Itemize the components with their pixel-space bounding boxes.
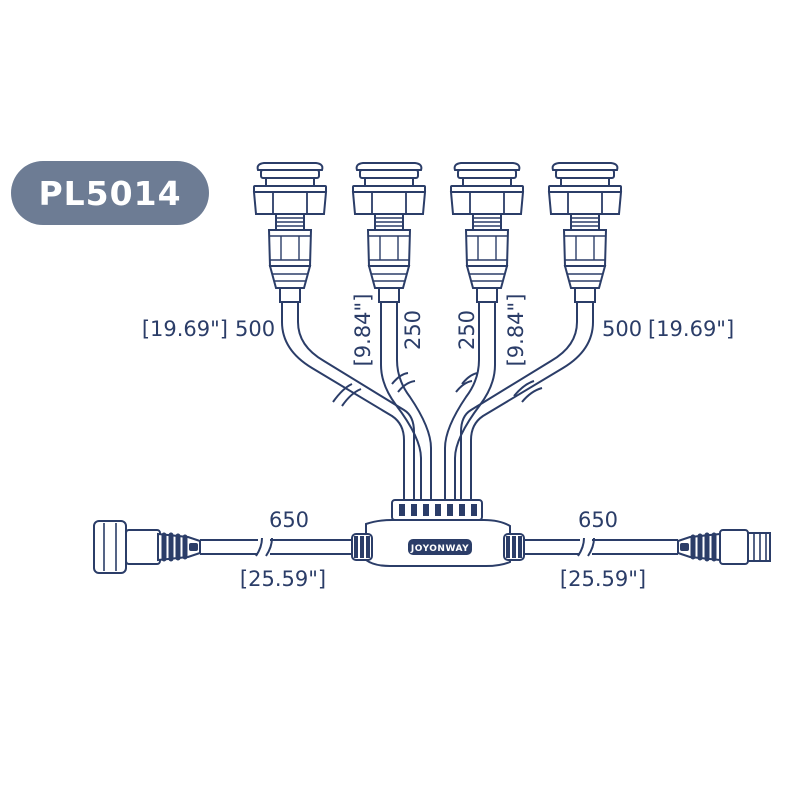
branch-break-marks (332, 372, 543, 407)
dim-trunk-right-inch: [25.59"] (560, 567, 646, 591)
dim-inner-right-mm: 250 (455, 310, 479, 350)
model-badge-label: PL5014 (38, 173, 182, 213)
dim-outer-right-mm: 500 (602, 317, 642, 341)
dim-trunk-right-mm: 650 (578, 508, 618, 532)
dim-outer-left-mm: 500 (235, 317, 275, 341)
left-end-connector (93, 520, 200, 574)
dim-outer-right-inch: [19.69"] (648, 317, 734, 341)
fixture-inner-right (450, 162, 524, 303)
dim-outer-left-inch: [19.69"] (142, 317, 228, 341)
fixture-outer-left (253, 162, 327, 303)
right-end-connector (678, 529, 771, 565)
brand-logo: JOYONWAY (410, 544, 469, 554)
dim-trunk-left-inch: [25.59"] (240, 567, 326, 591)
dim-inner-left-inch: [9.84"] (351, 294, 375, 367)
fixture-inner-left (352, 162, 426, 303)
branch-cables (281, 297, 594, 504)
model-badge: PL5014 (11, 161, 209, 225)
dim-inner-left-mm: 250 (401, 310, 425, 350)
trunk-cables (200, 539, 678, 555)
hub: JOYONWAY (351, 499, 525, 567)
fixture-outer-right (548, 162, 622, 303)
trunk-break-marks (255, 537, 595, 557)
dim-trunk-left-mm: 650 (269, 508, 309, 532)
dim-inner-right-inch: [9.84"] (504, 294, 528, 367)
